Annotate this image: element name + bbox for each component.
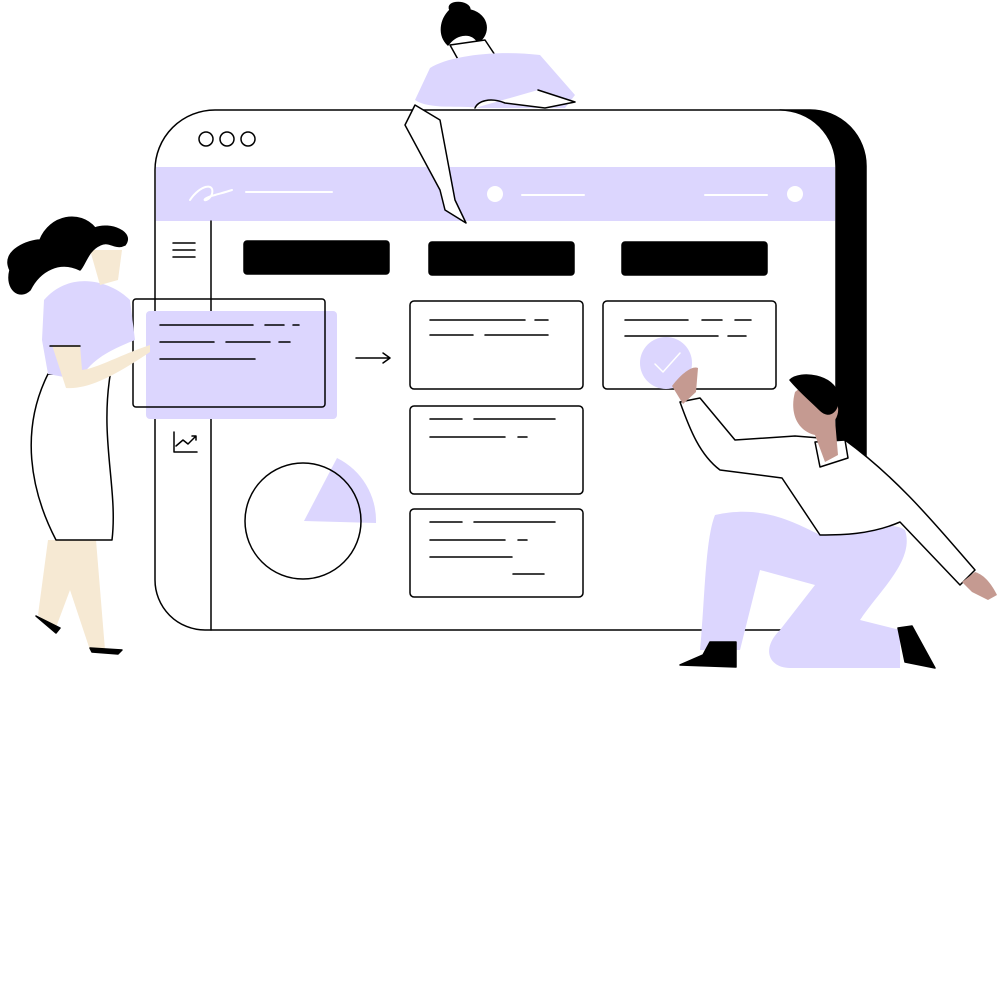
chart-trend-icon[interactable]	[173, 431, 198, 453]
pie-slice	[304, 458, 377, 523]
woman-figure	[7, 216, 150, 655]
column-header	[428, 241, 575, 276]
card-done[interactable]	[602, 300, 777, 390]
card[interactable]	[409, 508, 584, 598]
dragged-card-shadow	[146, 311, 337, 419]
man-figure	[672, 367, 997, 669]
arrow-right-icon	[355, 352, 391, 364]
card[interactable]	[409, 300, 584, 390]
column-header	[243, 240, 390, 275]
nav-dot-icon[interactable]	[487, 186, 503, 202]
window-dot-icon[interactable]	[198, 131, 214, 147]
logo-icon	[189, 185, 233, 202]
dragged-card[interactable]	[132, 298, 326, 408]
menu-icon[interactable]	[172, 242, 196, 258]
column-header	[621, 241, 768, 276]
woman-top-figure	[404, 1, 576, 224]
window-dot-icon[interactable]	[240, 131, 256, 147]
card[interactable]	[409, 405, 584, 495]
window-controls[interactable]	[198, 131, 256, 147]
window-dot-icon[interactable]	[219, 131, 235, 147]
check-icon	[640, 337, 692, 389]
pie-chart	[244, 462, 362, 580]
nav-dot-icon[interactable]	[787, 186, 803, 202]
